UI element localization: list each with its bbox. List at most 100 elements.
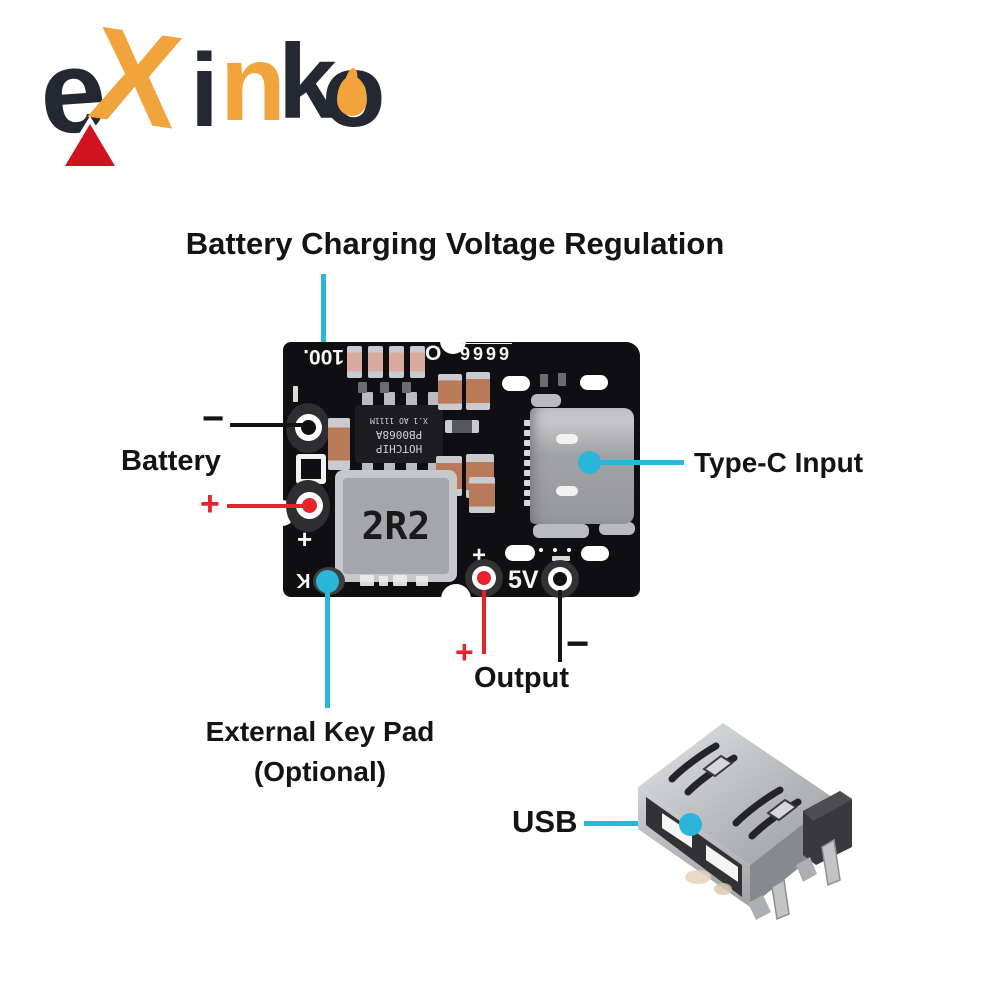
output-plus-line (482, 590, 486, 654)
ic-marking-line3: X.1 AO 1111M (370, 416, 428, 425)
keypad-label: External Key Pad (Optional) (150, 712, 490, 792)
ic-pin (384, 460, 395, 475)
battery-minus-pad-core (301, 420, 316, 435)
typec-slot (556, 486, 578, 496)
capacitor (438, 374, 462, 410)
smd-chip (558, 373, 566, 386)
typec-solder-pad (533, 524, 589, 538)
silkscreen-marks (393, 575, 407, 586)
ic-marking-line1: HOTCHIP (375, 442, 423, 455)
mounting-hole (581, 546, 609, 561)
battery-label: Battery (121, 445, 221, 477)
output-plus-pad-core (477, 571, 491, 585)
usb-contact-window (706, 845, 738, 882)
output-minus-sign: − (566, 622, 590, 666)
silkscreen-dot (539, 548, 543, 552)
battery-minus-line (230, 423, 304, 427)
ic-pin (362, 460, 373, 475)
smd-chip (540, 374, 548, 387)
typec-solder-pad (599, 522, 635, 535)
usb-mount-tab (796, 857, 817, 882)
usb-connector-photo (638, 723, 852, 921)
silkscreen-output-minus (552, 556, 570, 561)
ic-marking-line2: PB0068A (375, 428, 423, 441)
usb-spring-slot (668, 742, 720, 783)
battery-plus-sign: + (200, 485, 220, 523)
mounting-hole (502, 376, 530, 391)
title-battery-charging-voltage-regulation: Battery Charging Voltage Regulation (185, 226, 725, 261)
led-1 (347, 346, 362, 378)
ic-chip: HOTCHIP PB0068A X.1 AO 1111M (355, 405, 443, 463)
typec-input-label: Type-C Input (694, 447, 864, 478)
output-plus-sign: + (455, 634, 474, 670)
typec-pin (524, 420, 534, 426)
output-label: Output (474, 662, 570, 694)
led-3 (389, 346, 404, 378)
typec-pin (524, 440, 534, 446)
battery-minus-sign: − (202, 398, 225, 440)
logo-letter-n: n (220, 22, 286, 143)
logo-letter-i: i (190, 33, 219, 149)
usb-shell-top-face (638, 723, 835, 865)
typec-pin (524, 430, 534, 436)
typec-pin (524, 470, 534, 476)
mounting-hole (580, 375, 608, 390)
usb-callout-line (584, 821, 684, 826)
keypad-label-line1: External Key Pad (205, 716, 435, 747)
capacitor (328, 418, 350, 470)
usb-plastic-block-highlight (803, 791, 852, 821)
mounting-hole (505, 545, 535, 561)
logo-drop-icon (337, 76, 367, 116)
typec-slot (556, 434, 578, 444)
battery-plus-pad-core (302, 498, 317, 513)
usb-callout-dot (679, 813, 702, 836)
output-minus-line (558, 590, 562, 662)
silkscreen-marks (416, 576, 428, 586)
silkscreen-key-mark: K (296, 569, 311, 591)
logo-triangle-icon (65, 124, 115, 166)
usb-spring-tab (766, 798, 798, 822)
output-minus-pad-core (553, 572, 567, 586)
ic-pin (428, 392, 439, 407)
resistor (445, 420, 479, 433)
led-4 (410, 346, 425, 378)
led-2 (368, 346, 383, 378)
silkscreen-dot (553, 548, 557, 552)
inductor-2r2: 2R2 (335, 470, 457, 582)
smd-chip (402, 382, 411, 393)
silkscreen-battery-plus: + (297, 524, 313, 554)
silkscreen-dot (567, 548, 571, 552)
usb-pin (821, 838, 841, 887)
ic-pin (428, 460, 439, 475)
typec-solder-pad (531, 394, 561, 407)
silkscreen-tick (293, 386, 298, 402)
usb-pin (771, 878, 790, 921)
keypad-label-line2: (Optional) (253, 756, 387, 787)
typec-pin (524, 500, 534, 506)
callout-line-regulation (321, 274, 326, 374)
silkscreen-5v: 5V (508, 566, 539, 594)
silkscreen-100: 100. (303, 345, 344, 368)
panel-notch-top (440, 328, 466, 354)
typec-pin (524, 450, 534, 456)
capacitor (469, 477, 495, 513)
ic-pin (406, 392, 417, 407)
usb-tongue-glint (685, 870, 711, 884)
battery-plus-line (227, 504, 305, 508)
typec-callout-dot (578, 451, 601, 474)
ic-pin (362, 392, 373, 407)
ic-pin (406, 460, 417, 475)
typec-pin (524, 480, 534, 486)
usb-mount-tab (748, 895, 771, 920)
silkscreen-o: O (425, 342, 442, 365)
usb-contact-window (662, 813, 692, 848)
panel-notch-bottom (441, 584, 471, 614)
logo-letter-k: k (278, 23, 337, 141)
usb-spring-tab (702, 754, 734, 778)
smd-chip (380, 382, 389, 393)
keypad-callout-line (325, 588, 330, 708)
silkscreen-marks (360, 575, 374, 586)
usb-label: USB (512, 804, 578, 839)
usb-tongue-glint (714, 883, 732, 895)
